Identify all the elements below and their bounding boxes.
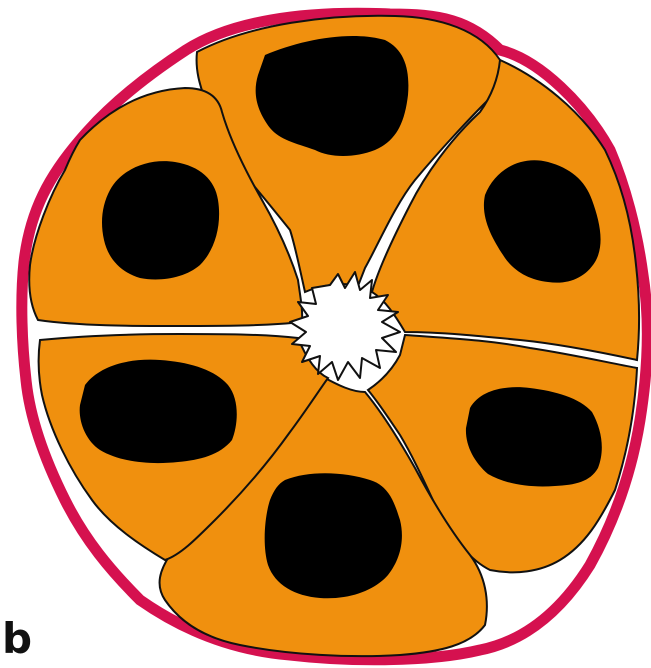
panel-label: b bbox=[2, 618, 32, 660]
nucleus-upper-left bbox=[102, 161, 219, 279]
nucleus-lower-left bbox=[80, 360, 237, 463]
nucleus-bottom bbox=[265, 473, 402, 598]
